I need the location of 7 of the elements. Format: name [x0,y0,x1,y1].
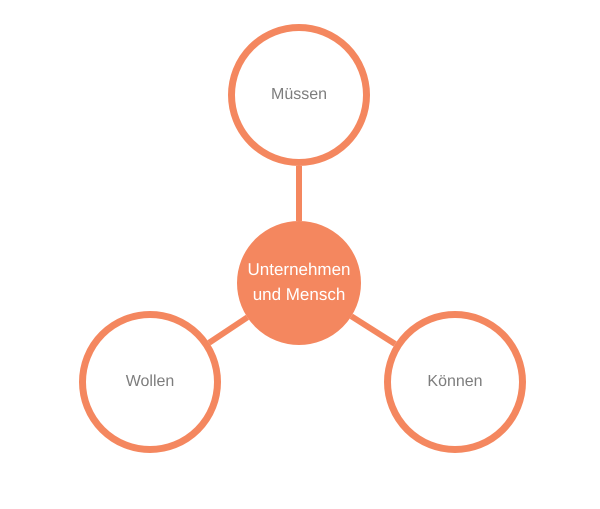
connector-line [350,314,397,346]
node-label: Unternehmen und Mensch [246,259,352,306]
node-label: Müssen [270,85,328,106]
connector-line [207,314,250,346]
node-label: Wollen [124,372,176,392]
connector-line [296,166,302,221]
node-label: Können [426,372,484,392]
